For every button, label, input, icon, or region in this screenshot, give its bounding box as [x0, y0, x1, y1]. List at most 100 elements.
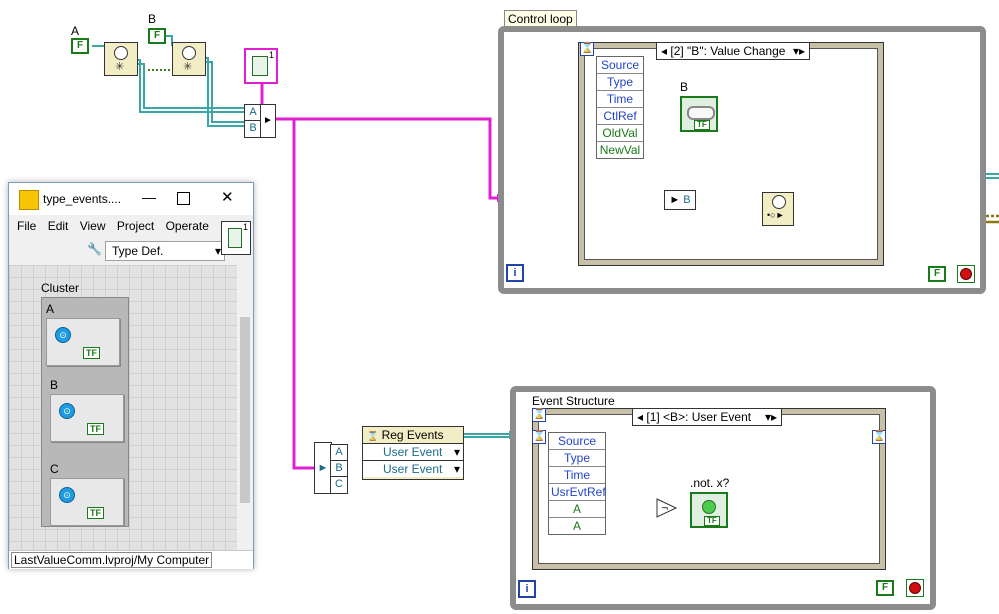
bundle-input-a: A — [245, 105, 261, 121]
evt-data-source: Source — [549, 433, 605, 450]
cluster-item-a[interactable]: ⊙ TF — [46, 318, 120, 366]
register-events-node[interactable]: ⌛ Reg Events User Event ▾ User Event ▾ — [362, 426, 464, 480]
control-loop-stop-icon[interactable] — [957, 265, 975, 283]
event-data-source: Source — [597, 57, 643, 74]
ref-glyph-icon: ⊙ — [59, 487, 75, 503]
event-data-oldval: OldVal — [597, 125, 643, 142]
led-icon — [702, 500, 716, 514]
control-case-label: [2] "B": Value Change — [670, 44, 786, 58]
reg-input-b: B — [331, 461, 347, 477]
not-function-icon[interactable]: ¬ — [656, 498, 678, 518]
cluster-item-c[interactable]: ⊙ TF — [50, 478, 124, 526]
tf-badge: TF — [83, 347, 100, 359]
menu-edit[interactable]: Edit — [47, 219, 69, 233]
project-path: LastValueComm.lvproj/My Computer — [11, 552, 213, 568]
cluster-item-b[interactable]: ⊙ TF — [50, 394, 124, 442]
wrench-icon[interactable]: 🔧 — [87, 242, 102, 256]
typedef-select[interactable]: Type Def. ▾ — [105, 241, 225, 261]
wire-ref-b3 — [204, 61, 248, 123]
create-ref-node-a[interactable]: ✳ — [104, 42, 138, 76]
reg-row-2-label: User Event — [383, 462, 443, 476]
wire-ref-a3 — [136, 63, 248, 109]
control-case-dec-icon[interactable]: ◂ — [661, 44, 668, 58]
control-case-selector[interactable]: ◂ [2] "B": Value Change ▾▸ — [656, 42, 810, 60]
event-loop-stop-constant[interactable]: F — [876, 580, 894, 596]
menu-project[interactable]: Project — [116, 219, 155, 233]
event-case-dropdown-icon[interactable]: ▾▸ — [764, 410, 777, 424]
reg-row-1-dropdown-icon[interactable]: ▾ — [453, 445, 460, 459]
evt-data-usrevtref: UsrEvtRef — [549, 485, 606, 501]
vertical-scrollbar[interactable] — [237, 265, 253, 550]
reg-input-a: A — [331, 445, 347, 461]
menu-file[interactable]: File — [17, 219, 37, 233]
maximize-icon[interactable] — [177, 192, 190, 205]
event-loop-stop-icon[interactable] — [906, 579, 924, 597]
front-panel-canvas[interactable]: Cluster A ⊙ TF B ⊙ TF C ⊙ TF — [9, 265, 237, 550]
reg-cluster-a: ► — [317, 462, 329, 474]
menu-view[interactable]: View — [79, 219, 106, 233]
event-case-dec-icon[interactable]: ◂ — [637, 410, 644, 424]
scroll-thumb[interactable] — [240, 317, 250, 503]
typedef-window[interactable]: type_events.... — ✕ File Edit View Proje… — [8, 182, 254, 569]
cluster-control[interactable]: A ⊙ TF B ⊙ TF C ⊙ TF — [41, 297, 129, 527]
ref-glyph-icon — [114, 46, 128, 60]
control-a-constant[interactable]: F — [71, 38, 89, 54]
hourglass-icon: ⌛ — [532, 408, 546, 422]
unbundle-node[interactable]: ► B — [664, 190, 696, 210]
control-event-data-node[interactable]: Source Type Time CtlRef OldVal NewVal — [596, 56, 644, 159]
event-loop-iteration: i — [518, 580, 536, 598]
event-data-time: Time — [597, 91, 643, 108]
b-indicator-label: B — [680, 80, 689, 94]
wire-ref-a2 — [136, 59, 248, 113]
typedef-glyph-icon — [252, 56, 268, 76]
window-statusbar: LastValueComm.lvproj/My Computer — [9, 550, 253, 569]
close-icon[interactable]: ✕ — [221, 189, 234, 206]
window-vi-icon[interactable]: 1 — [221, 221, 251, 255]
event-data-node[interactable]: Source Type Time UsrEvtRef A A — [548, 432, 606, 535]
reg-events-header: ⌛ Reg Events — [363, 427, 463, 444]
tf-badge: TF — [704, 516, 720, 526]
not-x-indicator[interactable]: TF — [690, 492, 728, 528]
wire-cluster-down — [292, 119, 316, 470]
tf-badge: TF — [87, 507, 104, 519]
window-toolbar: 🔧 Type Def. ▾ 1 — [9, 221, 253, 266]
dynamic-events-terminal-icon[interactable]: ⌛ — [532, 430, 546, 444]
control-loop-iteration: i — [506, 264, 524, 282]
bundle-input-b: B — [249, 122, 257, 134]
cluster-item-a-label: A — [46, 302, 55, 316]
toggle-switch-icon — [687, 106, 715, 120]
event-data-newval: NewVal — [599, 143, 641, 157]
not-x-label: .not. x? — [690, 476, 730, 490]
unbundle-b-label: B — [683, 194, 691, 206]
event-structure-label: Event Structure — [532, 394, 615, 408]
b-indicator[interactable]: TF — [680, 96, 718, 132]
dynamic-events-out-icon[interactable]: ⌛ — [872, 430, 886, 444]
control-loop-stop-constant[interactable]: F — [928, 266, 946, 282]
reg-row-2-dropdown-icon[interactable]: ▾ — [453, 462, 460, 476]
bundle-output-arrow-icon: ► — [260, 104, 276, 138]
window-titlebar[interactable]: type_events.... — ✕ — [9, 183, 253, 215]
ref-glyph-icon: ⊙ — [55, 327, 71, 343]
menu-operate[interactable]: Operate — [165, 219, 209, 233]
minimize-icon[interactable]: — — [142, 189, 156, 205]
control-a-label: A — [71, 24, 80, 38]
window-title: type_events.... — [43, 192, 122, 206]
create-ref-node-b[interactable]: ✳ — [172, 42, 206, 76]
svg-text:¬: ¬ — [661, 504, 669, 514]
cluster-item-b-label: B — [50, 378, 59, 392]
property-node-set[interactable]: •○► — [762, 192, 794, 226]
control-case-dropdown-icon[interactable]: ▾▸ — [792, 44, 805, 58]
event-case-selector[interactable]: ◂ [1] <B>: User Event ▾▸ — [632, 408, 782, 426]
event-case-label: [1] <B>: User Event — [646, 410, 752, 424]
reg-input-c: C — [335, 478, 343, 490]
control-loop-label: Control loop — [504, 10, 577, 28]
wire-ref-b2 — [204, 57, 248, 127]
ref-glyph-icon — [182, 46, 196, 60]
typedef-badge: 1 — [268, 50, 274, 60]
reg-events-row-1[interactable]: User Event ▾ — [363, 444, 463, 461]
select-dropdown-icon[interactable]: ▾ — [214, 244, 221, 258]
reg-row-1-label: User Event — [383, 445, 443, 459]
typedef-constant[interactable]: 1 — [244, 48, 278, 84]
reg-events-row-2[interactable]: User Event ▾ — [363, 461, 463, 477]
control-b-constant[interactable]: F — [148, 28, 166, 44]
